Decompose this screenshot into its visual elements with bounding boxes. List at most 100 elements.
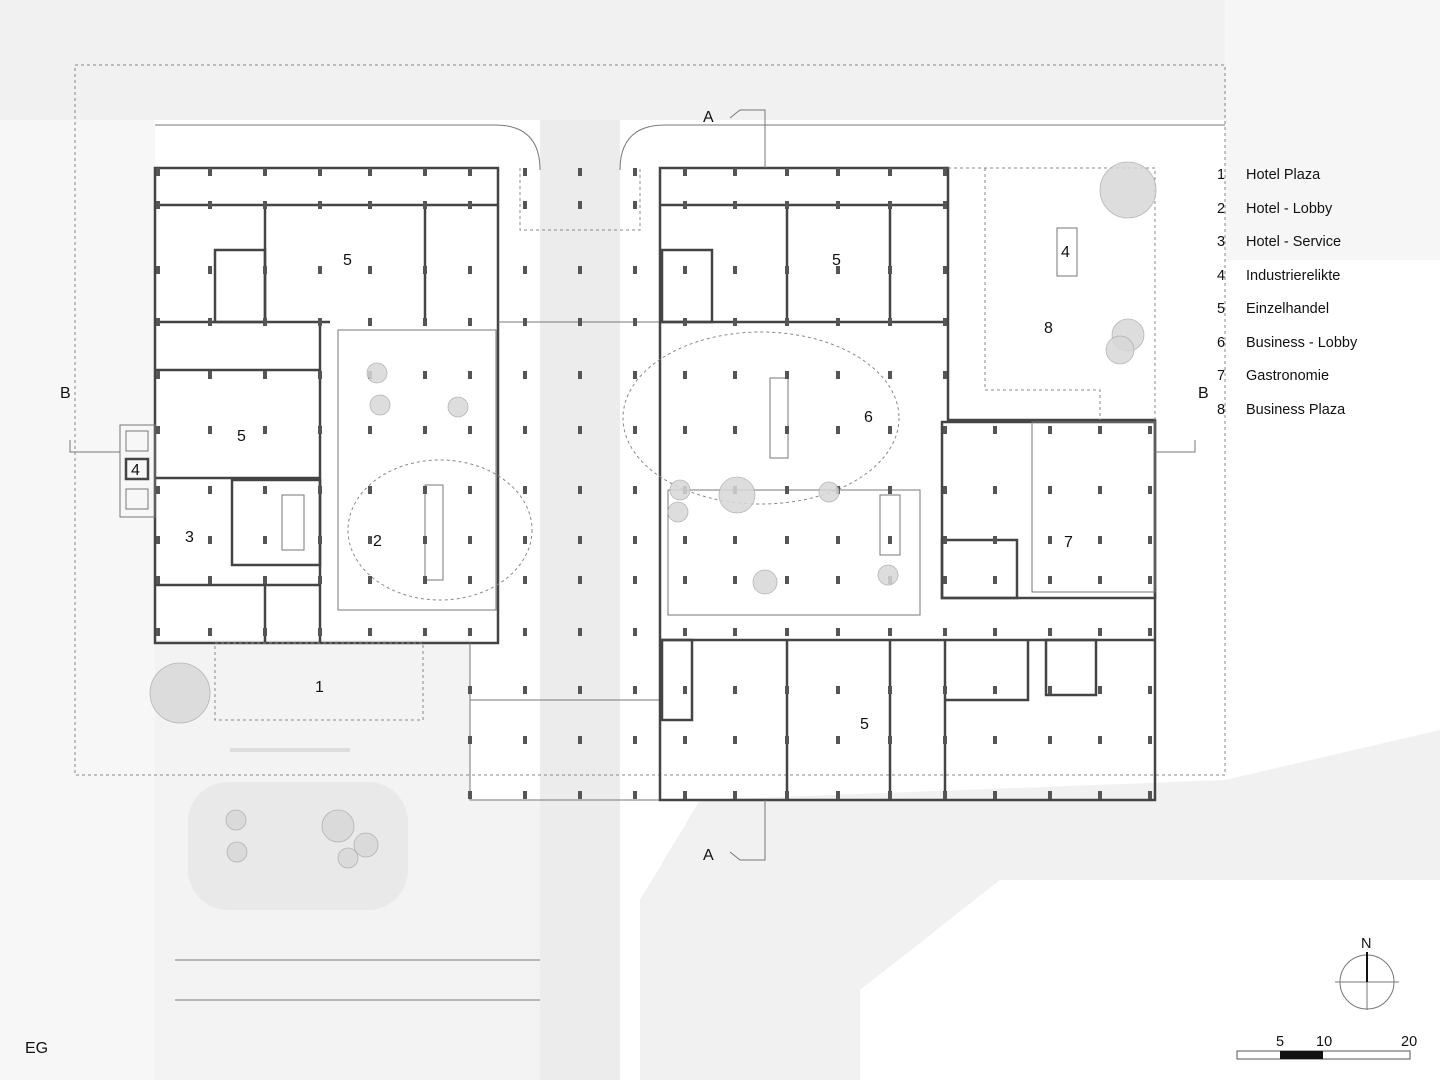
column xyxy=(318,266,322,274)
tree xyxy=(369,394,391,416)
room-label: 6 xyxy=(864,409,873,426)
column xyxy=(523,168,527,176)
column xyxy=(993,686,997,694)
column xyxy=(836,536,840,544)
legend-label: Gastronomie xyxy=(1246,368,1329,384)
column xyxy=(1098,736,1102,744)
column xyxy=(1098,628,1102,636)
legend-num: 3 xyxy=(1217,234,1225,250)
tree xyxy=(877,564,899,586)
column xyxy=(943,486,947,494)
column xyxy=(423,576,427,584)
column xyxy=(263,536,267,544)
column xyxy=(1098,486,1102,494)
section-a-bottom: A xyxy=(703,847,714,864)
column xyxy=(263,576,267,584)
scale-tick: 20 xyxy=(1401,1034,1417,1050)
column xyxy=(468,318,472,326)
column xyxy=(683,266,687,274)
business-building xyxy=(622,166,1157,802)
tree xyxy=(226,841,248,863)
north-arrow: N xyxy=(1335,936,1399,1010)
section-markers: A A B B EG xyxy=(25,109,1209,1057)
column xyxy=(943,318,947,326)
column xyxy=(578,266,582,274)
north-label: N xyxy=(1361,936,1371,952)
section-a-top: A xyxy=(703,109,714,126)
column xyxy=(836,628,840,636)
column xyxy=(578,736,582,744)
column xyxy=(943,371,947,379)
column xyxy=(633,318,637,326)
tree xyxy=(667,501,689,523)
column xyxy=(836,318,840,326)
legend-num: 4 xyxy=(1217,268,1225,284)
column xyxy=(263,266,267,274)
column xyxy=(263,318,267,326)
column xyxy=(1148,486,1152,494)
column xyxy=(733,536,737,544)
column xyxy=(683,791,687,799)
column xyxy=(208,318,212,326)
column xyxy=(733,576,737,584)
tree xyxy=(718,476,756,514)
column xyxy=(993,736,997,744)
column xyxy=(1048,736,1052,744)
column xyxy=(733,371,737,379)
column xyxy=(1148,576,1152,584)
room-label: 5 xyxy=(860,716,869,733)
column xyxy=(468,426,472,434)
legend-num: 6 xyxy=(1217,335,1225,351)
column xyxy=(208,371,212,379)
column xyxy=(156,628,160,636)
hotel-building xyxy=(119,166,533,721)
room-label: 4 xyxy=(1061,244,1070,261)
column xyxy=(943,201,947,209)
column xyxy=(1148,791,1152,799)
column xyxy=(578,536,582,544)
column xyxy=(578,576,582,584)
column xyxy=(733,628,737,636)
column xyxy=(1048,576,1052,584)
column xyxy=(423,426,427,434)
column xyxy=(156,486,160,494)
column xyxy=(156,168,160,176)
column xyxy=(468,486,472,494)
column xyxy=(785,686,789,694)
column xyxy=(318,318,322,326)
column xyxy=(1148,686,1152,694)
column xyxy=(468,266,472,274)
column xyxy=(263,201,267,209)
column xyxy=(156,426,160,434)
tree xyxy=(447,396,469,418)
column xyxy=(1148,736,1152,744)
column xyxy=(1098,536,1102,544)
column xyxy=(943,686,947,694)
column xyxy=(208,536,212,544)
column xyxy=(423,201,427,209)
legend-num: 1 xyxy=(1217,167,1225,183)
column xyxy=(263,168,267,176)
column xyxy=(263,426,267,434)
column xyxy=(888,536,892,544)
column xyxy=(836,576,840,584)
legend-label: Hotel - Service xyxy=(1246,234,1341,250)
column xyxy=(578,686,582,694)
column xyxy=(523,486,527,494)
column xyxy=(156,576,160,584)
column xyxy=(943,628,947,636)
column xyxy=(633,628,637,636)
column xyxy=(633,536,637,544)
column xyxy=(468,371,472,379)
column xyxy=(208,576,212,584)
column xyxy=(1098,426,1102,434)
column xyxy=(1098,576,1102,584)
tree xyxy=(353,832,379,858)
column xyxy=(208,266,212,274)
column xyxy=(733,736,737,744)
scale-tick: 10 xyxy=(1316,1034,1332,1050)
column xyxy=(836,686,840,694)
column xyxy=(733,426,737,434)
column xyxy=(523,736,527,744)
